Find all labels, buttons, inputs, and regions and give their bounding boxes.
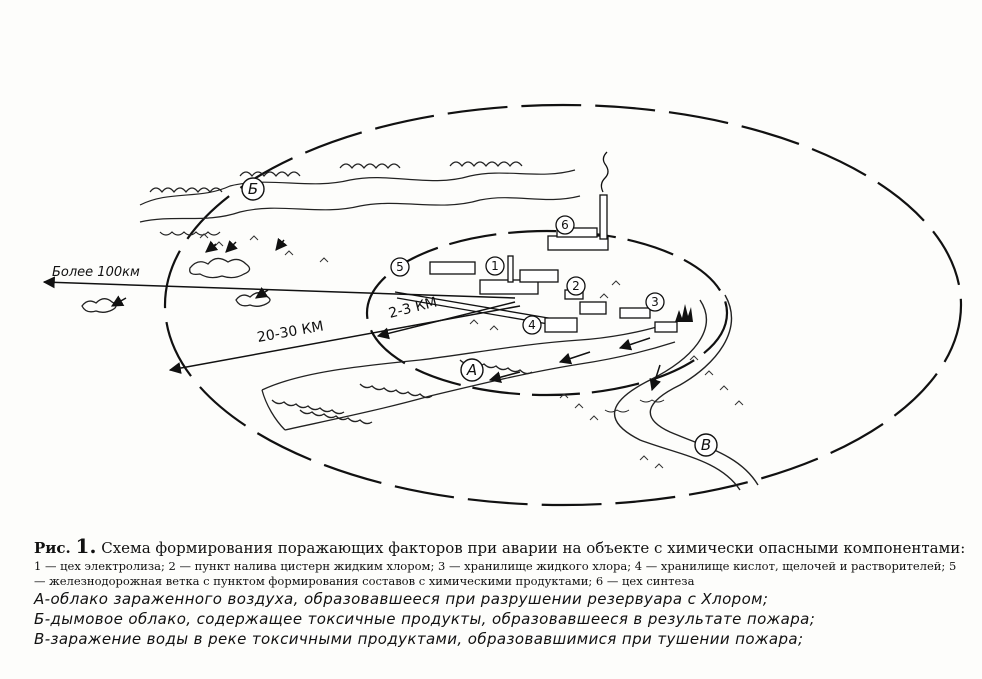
facility-marker-1: 1 bbox=[486, 257, 504, 275]
svg-text:3: 3 bbox=[651, 295, 659, 309]
svg-text:2: 2 bbox=[572, 279, 580, 293]
drift-arrows bbox=[112, 240, 660, 390]
handwritten-note-a: А-облако зараженного воздуха, образовавш… bbox=[34, 589, 964, 609]
smoke-cloud-b bbox=[140, 162, 580, 235]
distance-label-short: 2-3 КМ bbox=[387, 294, 439, 321]
facility-marker-6: 6 bbox=[556, 216, 574, 234]
outer-zone-ellipse bbox=[165, 105, 961, 505]
distance-line-long bbox=[44, 282, 515, 298]
handwritten-note-v: В-заражение воды в реке токсичными проду… bbox=[34, 629, 964, 649]
caption-title: Рис. 1. Схема формирования поражающих фа… bbox=[34, 536, 964, 558]
svg-text:6: 6 bbox=[561, 218, 569, 232]
distance-label-long: Более 100км bbox=[52, 265, 140, 280]
handwritten-note-b: Б-дымовое облако, содержащее токсичные п… bbox=[34, 609, 964, 629]
zone-marker-v: В bbox=[695, 434, 717, 456]
facility-marker-3: 3 bbox=[646, 293, 664, 311]
distance-label-mid: 20-30 КМ bbox=[256, 319, 325, 346]
caption-title-text: Схема формирования поражающих факторов п… bbox=[101, 539, 965, 557]
svg-text:А: А bbox=[466, 361, 477, 379]
svg-text:4: 4 bbox=[528, 318, 536, 332]
svg-text:1: 1 bbox=[491, 259, 499, 273]
chimneys bbox=[508, 152, 608, 282]
caption-legend: 1 — цех электролиза; 2 — пункт налива ци… bbox=[34, 559, 964, 589]
zone-marker-b: Б bbox=[242, 178, 264, 200]
svg-text:Б: Б bbox=[248, 180, 258, 198]
svg-text:В: В bbox=[701, 436, 711, 454]
facility-marker-5: 5 bbox=[391, 258, 409, 276]
facility-marker-2: 2 bbox=[567, 277, 585, 295]
figure-caption: Рис. 1. Схема формирования поражающих фа… bbox=[34, 536, 964, 649]
river-v bbox=[605, 295, 758, 490]
fire-icon bbox=[675, 304, 693, 322]
zone-marker-a: А bbox=[461, 359, 483, 381]
svg-text:5: 5 bbox=[396, 260, 404, 274]
facility-marker-4: 4 bbox=[523, 316, 541, 334]
figure-label: Рис. bbox=[34, 539, 71, 557]
figure-number: 1. bbox=[76, 534, 97, 558]
